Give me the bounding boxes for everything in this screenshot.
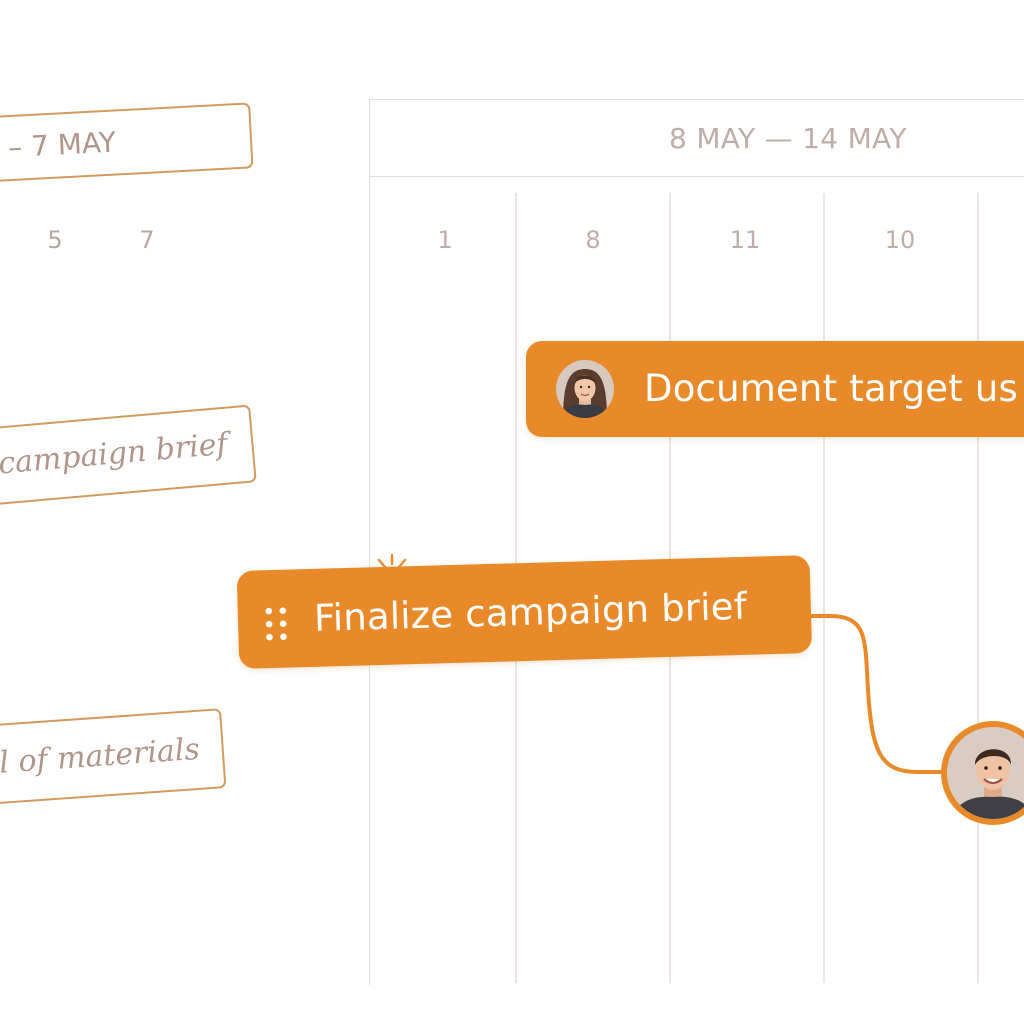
task-title: Document target us xyxy=(644,367,1019,410)
sketch-day-label: 7 xyxy=(139,226,155,254)
task-bar-document[interactable]: Document target us xyxy=(526,341,1024,437)
sketch-task-label: ll of materials xyxy=(0,731,201,782)
day-label: 10 xyxy=(884,226,916,254)
sketch-week-header: – 7 MAY xyxy=(0,102,254,184)
sparkle-icon xyxy=(374,553,410,588)
day-column-divider xyxy=(823,193,825,983)
week-label: 8 MAY — 14 MAY xyxy=(669,122,907,155)
week-header: 8 MAY — 14 MAY xyxy=(369,100,1024,177)
sketch-day-label: 5 xyxy=(47,226,63,254)
timeline-grid xyxy=(369,99,1024,985)
drag-handle-icon[interactable] xyxy=(263,606,290,643)
task-bar-finalize[interactable]: Finalize campaign brief xyxy=(236,555,813,669)
day-label: 11 xyxy=(729,226,761,254)
day-column-divider xyxy=(977,193,979,983)
day-label: 8 xyxy=(585,226,601,254)
task-title: Finalize campaign brief xyxy=(313,584,748,640)
man-avatar-icon[interactable] xyxy=(941,721,1024,825)
sketch-week-label: – 7 MAY xyxy=(7,125,117,165)
sketch-task-card[interactable]: ll of materials xyxy=(0,708,227,808)
sketch-task-label: e campaign brief xyxy=(0,426,229,484)
woman-avatar-icon xyxy=(553,357,617,421)
sketch-task-card[interactable]: e campaign brief xyxy=(0,404,257,510)
day-label: 1 xyxy=(437,226,453,254)
